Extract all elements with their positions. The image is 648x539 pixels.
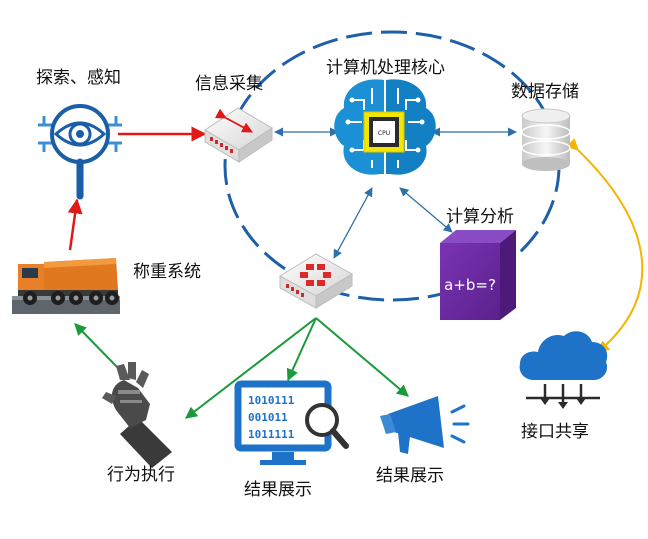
link-core-router <box>333 187 373 259</box>
link-router-execution <box>185 317 317 419</box>
label-execution: 行为执行 <box>107 465 175 485</box>
analysis-formula: a+b=? <box>444 276 496 294</box>
screen-digits-row-1: 1010111 <box>248 394 295 407</box>
label-display-broadcast: 结果展示 <box>376 466 444 486</box>
link-router-screen <box>286 317 317 382</box>
label-weighing: 称重系统 <box>133 262 201 282</box>
link-storage-sharing <box>566 138 644 353</box>
label-sharing: 接口共享 <box>521 422 589 442</box>
link-execution-truck <box>74 323 121 371</box>
database-icon <box>521 108 571 171</box>
server-icon <box>204 107 273 163</box>
megaphone-icon <box>380 396 470 454</box>
screen-digits-row-2: 001011 <box>248 411 288 424</box>
robot-hand-icon <box>102 362 172 468</box>
label-info-collect: 信息采集 <box>195 74 263 94</box>
dump-truck-icon <box>12 258 120 314</box>
label-core: 计算机处理核心 <box>326 58 445 78</box>
label-analysis: 计算分析 <box>446 207 514 227</box>
link-router-broadcast <box>315 317 409 397</box>
router-icon <box>279 253 353 309</box>
link-truck-eye <box>67 198 83 251</box>
analysis-box: a+b=? <box>440 230 516 320</box>
brain-chip-icon: CPU <box>334 79 436 175</box>
monitor-icon: 1010111 001011 1011111 <box>234 380 349 465</box>
chip-label: CPU <box>378 130 390 137</box>
cloud-share-icon <box>519 331 608 409</box>
screen-digits-row-3: 1011111 <box>248 428 295 441</box>
label-display-screen: 结果展示 <box>244 480 312 500</box>
label-perception: 探索、感知 <box>36 68 121 88</box>
label-storage: 数据存储 <box>511 82 579 102</box>
eye-icon <box>38 104 122 200</box>
link-core-analysis <box>399 187 453 233</box>
